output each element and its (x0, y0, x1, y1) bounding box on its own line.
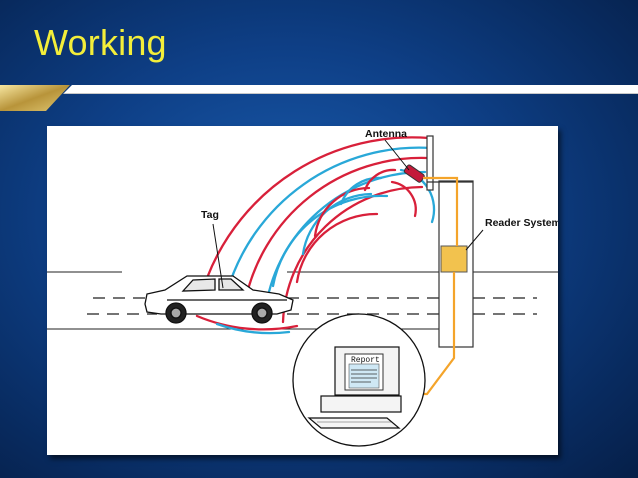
reader-pointer (465, 229, 484, 251)
reader-box (440, 245, 468, 273)
car-icon (144, 275, 294, 324)
tag-label: Tag (201, 209, 219, 221)
road (47, 271, 558, 330)
radio-waves (195, 136, 436, 335)
title-divider-bar (0, 85, 638, 111)
antenna-icon (403, 164, 425, 183)
rfid-diagram: Tag Antenna Reader System (47, 128, 558, 447)
report-label: Report (351, 356, 380, 365)
slide-title: Working (34, 22, 167, 63)
antenna-pointer (384, 139, 410, 171)
computer-icon (292, 313, 426, 447)
reader-pole (426, 135, 474, 348)
reader-label: Reader System (485, 217, 558, 229)
antenna-label: Antenna (365, 128, 407, 140)
rfid-diagram-panel: Tag Antenna Reader System (47, 126, 558, 455)
tag-pointer (212, 223, 224, 289)
